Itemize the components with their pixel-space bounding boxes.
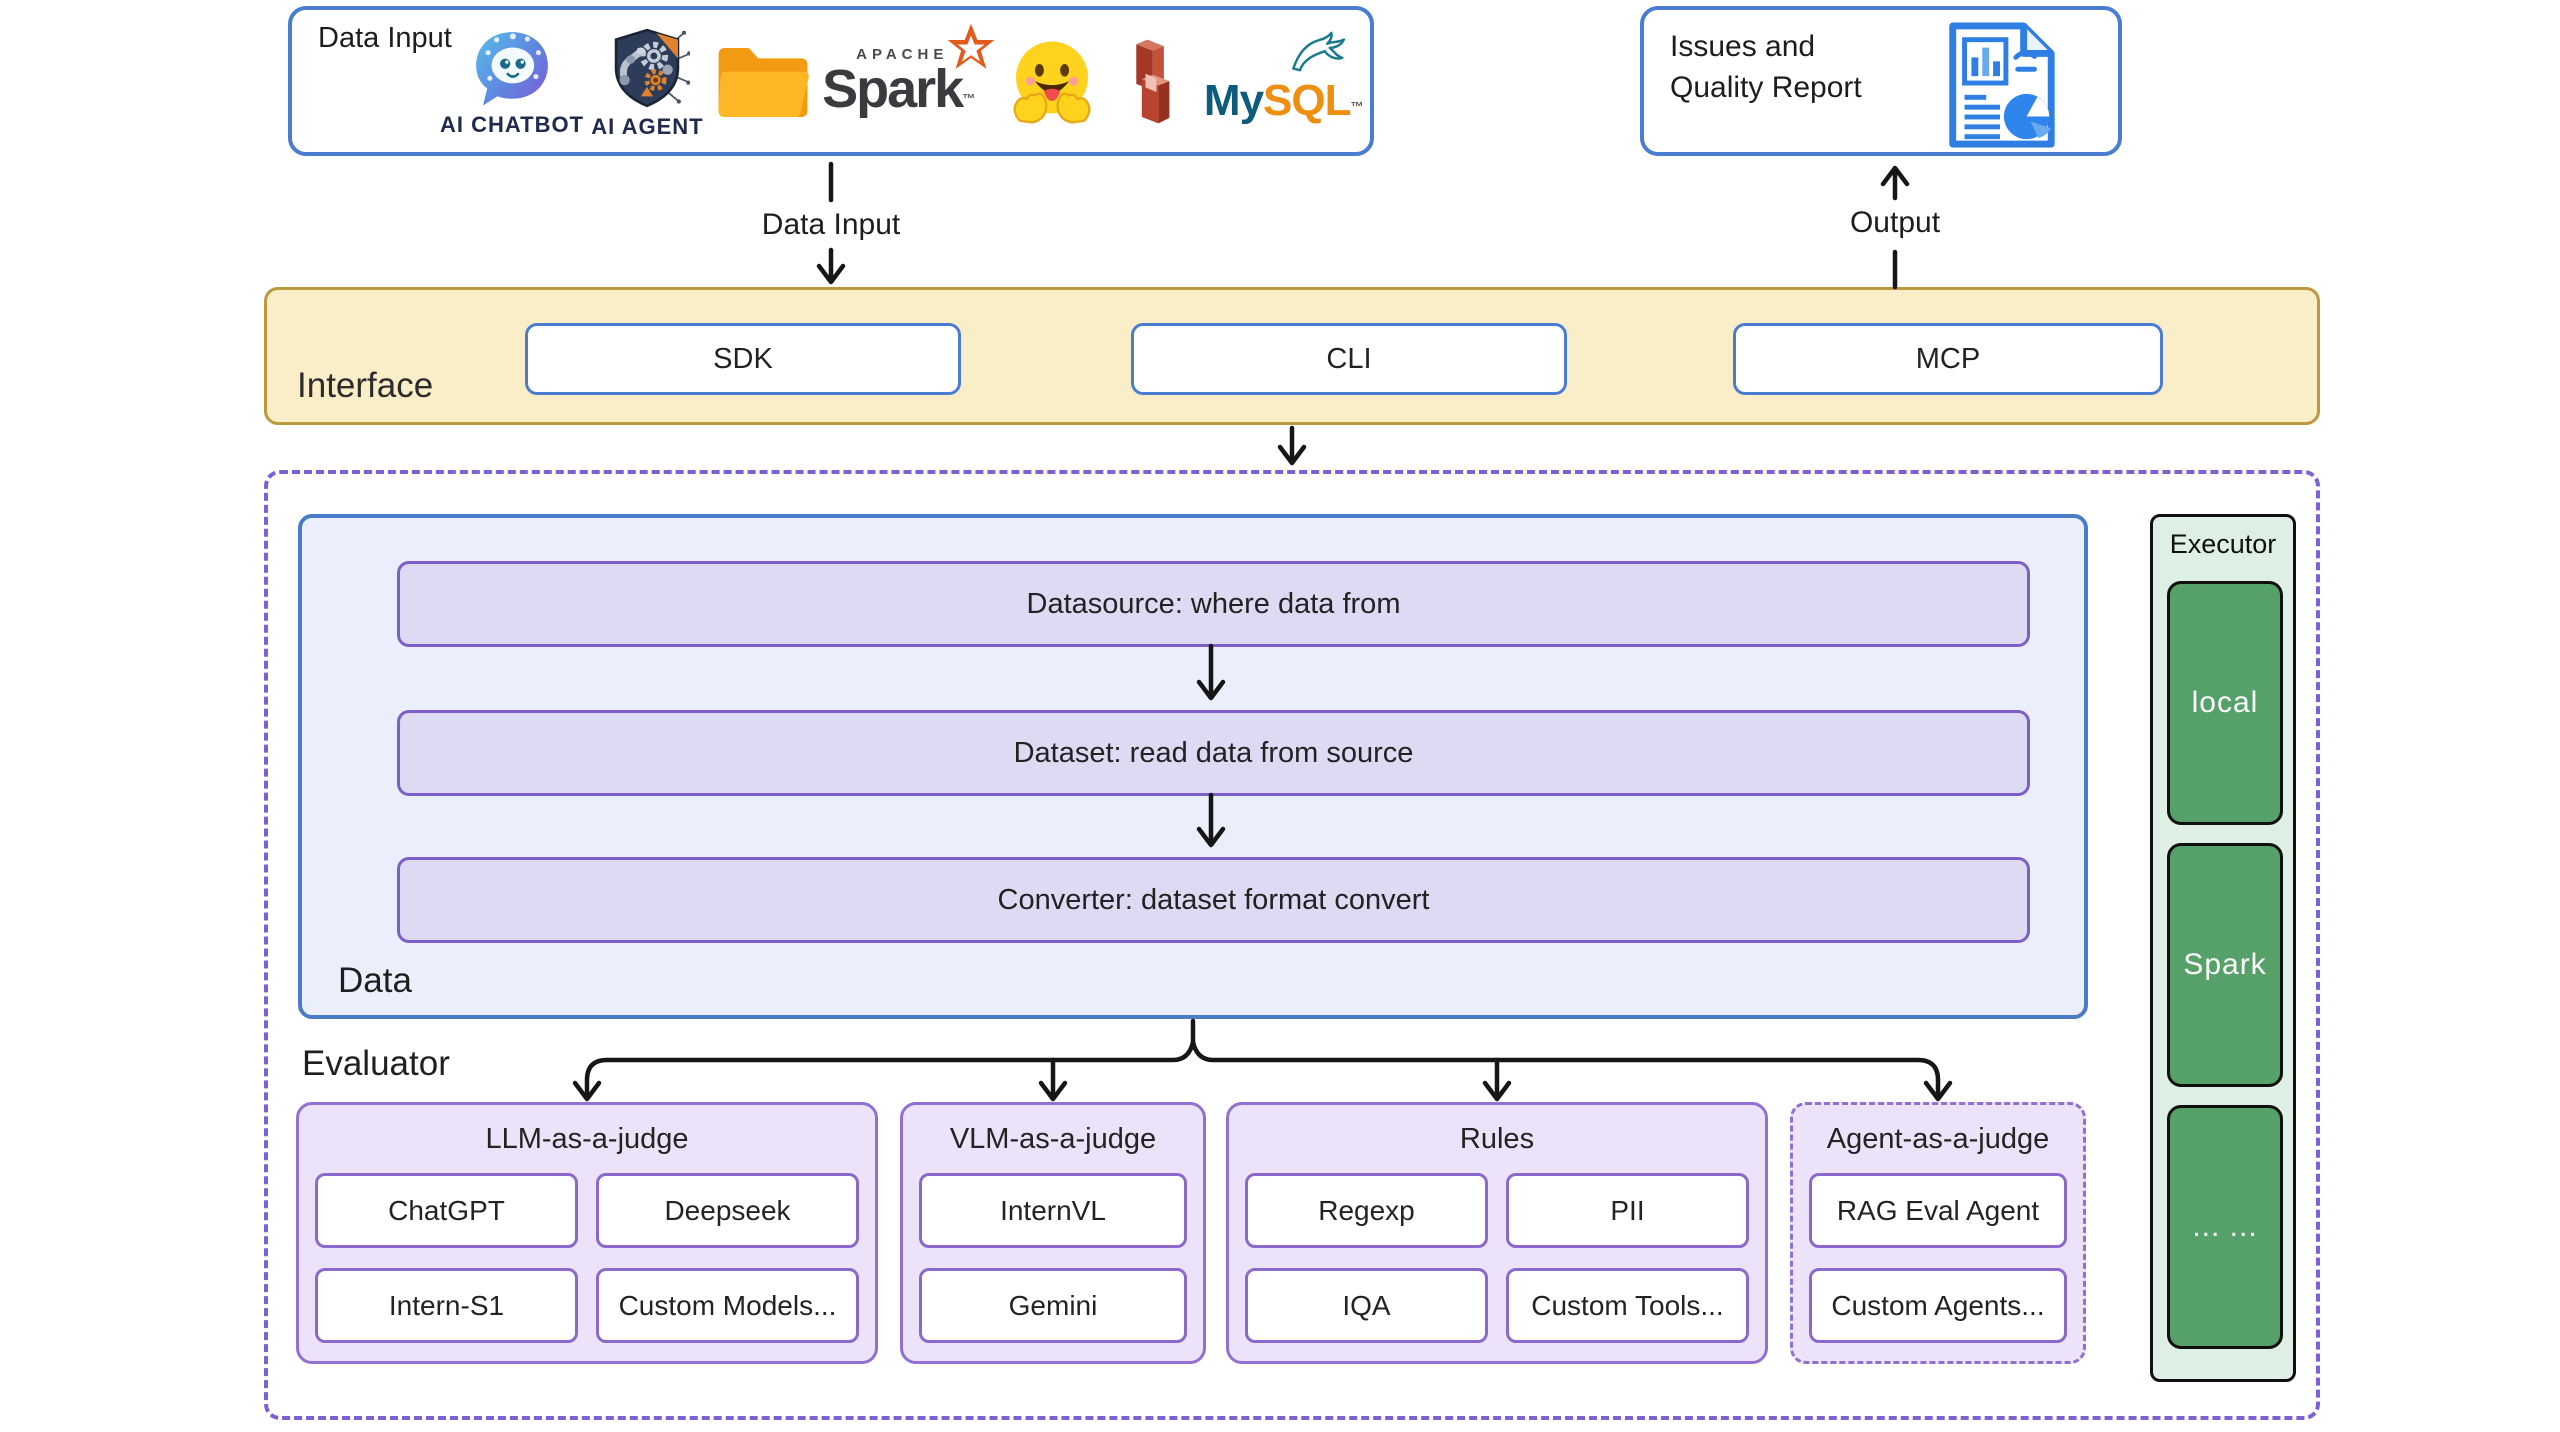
output-arrow-label: Output [1849, 206, 1941, 239]
judge-item-gemini: Gemini [919, 1268, 1187, 1343]
spark-star-icon [947, 23, 995, 69]
vlm-judge-title: VLM-as-a-judge [949, 1122, 1157, 1155]
data-input-box-label: Data Input [318, 22, 452, 54]
agent-judge-group: Agent-as-a-judge RAG Eval Agent Custom A… [1790, 1102, 2086, 1364]
arrowhead-data-input [816, 263, 846, 285]
judge-item-pii: PII [1506, 1173, 1749, 1248]
redshift-logo [1105, 33, 1197, 131]
ai-agent-icon [615, 28, 691, 107]
cli-box: CLI [1131, 323, 1567, 395]
redshift-icon [1135, 39, 1170, 124]
folder-logo [711, 38, 815, 126]
data-panel: Datasource: where data from Dataset: rea… [298, 514, 2088, 1019]
mysql-dolphin-icon [1291, 31, 1346, 72]
executor-label: Executor [2169, 529, 2277, 559]
judge-item-custom-tools: Custom Tools... [1506, 1268, 1749, 1343]
data-input-arrow-label: Data Input [761, 208, 901, 241]
executor-more: ... ... [2167, 1105, 2283, 1349]
judge-item-chatgpt: ChatGPT [315, 1173, 578, 1248]
mysql-logo: MySQL™ [1204, 30, 1364, 134]
judge-item-rag-eval-agent: RAG Eval Agent [1809, 1173, 2067, 1248]
ai-chatbot-caption: AI CHATBOT [440, 111, 585, 137]
ai-agent-caption: AI AGENT [591, 113, 704, 139]
judge-item-regexp: Regexp [1245, 1173, 1488, 1248]
ai-agent-logo: AI AGENT [591, 25, 703, 140]
judge-item-intern-s1: Intern-S1 [315, 1268, 578, 1343]
sdk-box: SDK [525, 323, 961, 395]
hugging-face-logo [1007, 36, 1097, 128]
ai-chatbot-logo: AI CHATBOT [440, 27, 584, 138]
folder-icon [718, 47, 809, 117]
apache-spark-wordmark: Spark™ [822, 59, 975, 119]
datasource-box: Datasource: where data from [397, 561, 2030, 647]
interface-label: Interface [297, 366, 434, 405]
arrowhead-interface-down [1277, 444, 1307, 466]
agent-judge-title: Agent-as-a-judge [1826, 1122, 2050, 1155]
mysql-wordmark: MySQL™ [1203, 76, 1364, 125]
report-box-label: Issues and Quality Report [1670, 30, 1862, 104]
llm-judge-title: LLM-as-a-judge [485, 1122, 689, 1155]
quality-report-icon [1949, 22, 2055, 148]
data-panel-label: Data [338, 961, 412, 1000]
vlm-judge-group: VLM-as-a-judge InternVL Gemini [900, 1102, 1206, 1364]
judge-item-deepseek: Deepseek [596, 1173, 859, 1248]
data-input-box: Data Input [288, 6, 1374, 156]
judge-item-iqa: IQA [1245, 1268, 1488, 1343]
judge-item-custom-agents: Custom Agents... [1809, 1268, 2067, 1343]
apache-spark-apache-text: APACHE [856, 46, 949, 63]
data-input-icons: AI CHATBOT [440, 20, 1364, 144]
executor-local: local [2167, 581, 2283, 825]
ai-chatbot-icon [476, 31, 548, 106]
executor-spark: Spark [2167, 843, 2283, 1087]
mcp-box: MCP [1733, 323, 2163, 395]
executor-panel: Executor local Spark ... ... [2150, 514, 2296, 1382]
rules-group: Rules Regexp PII IQA Custom Tools... [1226, 1102, 1768, 1364]
llm-judge-group: LLM-as-a-judge ChatGPT Deepseek Intern-S… [296, 1102, 878, 1364]
apache-spark-logo: APACHE Spark™ [822, 23, 1000, 134]
rules-title: Rules [1459, 1122, 1535, 1155]
judge-item-internvl: InternVL [919, 1173, 1187, 1248]
report-box: Issues and Quality Report [1640, 6, 2122, 156]
evaluator-label: Evaluator [302, 1044, 450, 1083]
judge-item-custom-models: Custom Models... [596, 1268, 859, 1343]
hugging-face-icon [1013, 41, 1091, 124]
core-container [264, 470, 2320, 1420]
converter-box: Converter: dataset format convert [397, 857, 2030, 943]
interface-panel: Interface SDK CLI MCP [264, 287, 2320, 425]
dataset-box: Dataset: read data from source [397, 710, 2030, 796]
arrowhead-output [1880, 165, 1910, 187]
